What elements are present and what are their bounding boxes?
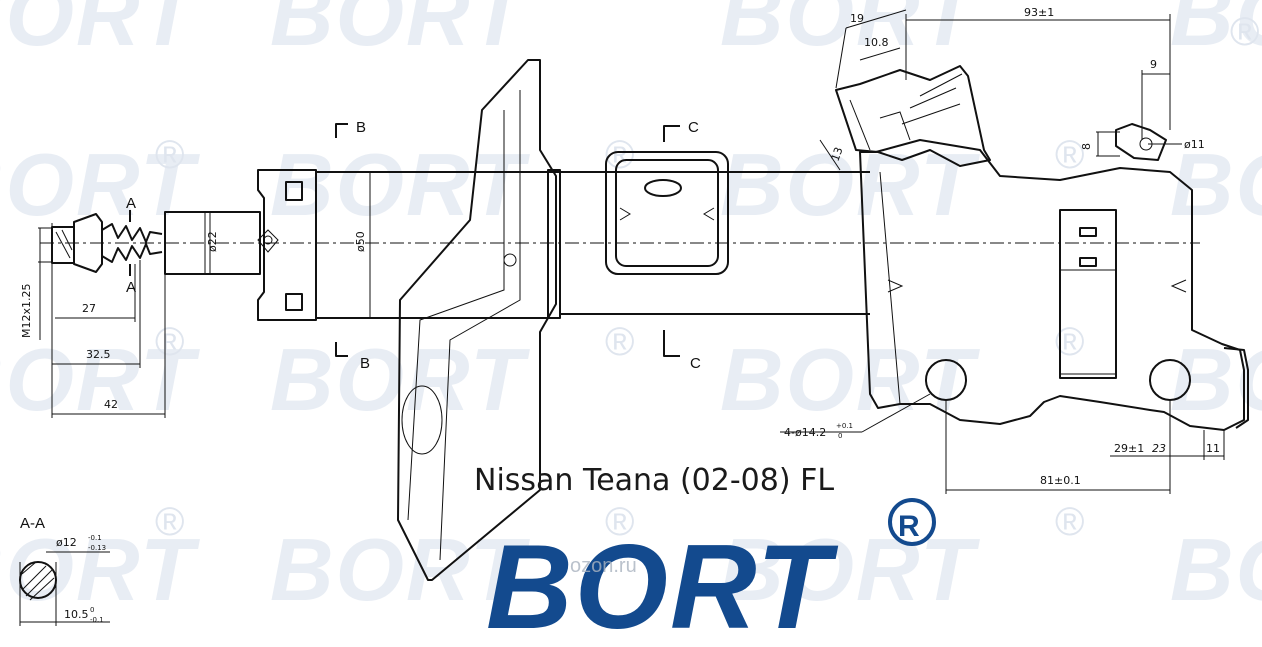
ozon-watermark: ozon.ru (570, 555, 637, 577)
dim-32-5: 32.5 (86, 348, 111, 361)
aa-flat: 10.5 (64, 608, 89, 621)
watermark-text: BORT (720, 520, 980, 619)
dim-holes: 4-ø14.2 (784, 426, 826, 439)
dim-19: 19 (850, 12, 864, 25)
model-caption: Nissan Teana (02-08) FL (474, 463, 834, 498)
aa-dia-tol-top: -0.1 (88, 534, 102, 542)
rod-end-nut (51, 213, 163, 273)
dim-81: 81±0.1 (1040, 474, 1081, 487)
watermark-registered-icon: ® (605, 500, 634, 544)
dim-10-8: 10.8 (864, 36, 889, 49)
watermark-registered-icon: ® (1230, 10, 1259, 54)
section-label-b-bottom: B (360, 355, 370, 372)
dim-29: 29±1 (1114, 442, 1144, 455)
dim-9: 9 (1150, 58, 1157, 71)
watermark-text: BORT (720, 0, 980, 64)
section-label-a-top: A (126, 195, 136, 212)
dim-11: 11 (1206, 442, 1220, 455)
watermark-registered-icon: ® (155, 320, 184, 364)
dim-holes-tol-top: +0.1 (836, 422, 853, 430)
brand-logo-text: BORT (486, 520, 838, 647)
dim-93: 93±1 (1024, 6, 1054, 19)
watermark-registered-icon: ® (155, 500, 184, 544)
watermark-text: BORT (0, 0, 200, 64)
watermark-text: BORT (720, 135, 980, 234)
spring-seat (397, 59, 561, 581)
upper-clip (835, 65, 991, 167)
watermark-text: BORT (0, 520, 200, 619)
watermark-registered-icon: ® (1055, 500, 1084, 544)
watermark-text: BORT (270, 0, 530, 64)
hose-clip (1115, 123, 1167, 161)
dim-hole-11: ø11 (1184, 138, 1205, 151)
section-aa (19, 551, 110, 626)
thread-label: M12x1.25 (20, 284, 33, 339)
watermark-registered-icon: ® (1055, 133, 1084, 177)
watermark-text: BORT (1170, 330, 1262, 429)
dim-27: 27 (82, 302, 96, 315)
aa-dia: ø12 (56, 536, 77, 549)
registered-mark: R (898, 510, 920, 543)
aa-flat-tol-top: 0 (90, 606, 94, 614)
aa-flat-tol-bot: -0.1 (90, 616, 104, 624)
dim-42: 42 (104, 398, 118, 411)
aa-dia-tol-bot: -0.13 (88, 544, 106, 552)
section-label-aa: A-A (20, 515, 45, 532)
section-label-a-bottom: A (126, 279, 136, 296)
registered-icon (888, 498, 936, 546)
watermark-registered-icon: ® (155, 133, 184, 177)
section-label-c-bottom: C (690, 355, 701, 372)
dimension-labels: A A B B C C A-A M12x1.25 27 32.5 42 ø22 … (20, 6, 1220, 624)
brand-logo: BORT R (486, 498, 936, 647)
watermark-text: BORT (270, 135, 530, 234)
dimension-lines (38, 9, 1225, 494)
watermark-registered-icon: ® (605, 320, 634, 364)
watermark-text: BORT (1170, 520, 1262, 619)
dim-8: 8 (1080, 143, 1093, 150)
bushing (605, 151, 729, 275)
watermark-text: BORT (720, 330, 980, 429)
section-label-b-top: B (356, 119, 366, 136)
section-label-c-top: C (688, 119, 699, 136)
dim-holes-tol-bot: 0 (838, 432, 842, 440)
top-mount (257, 169, 317, 321)
watermark-text: BORT (1170, 0, 1262, 64)
dim-rod-dia: ø22 (206, 231, 219, 252)
dim-29-note: 23 (1152, 442, 1166, 455)
dim-body-dia: ø50 (354, 231, 367, 252)
dim-13: 13 (829, 145, 846, 163)
